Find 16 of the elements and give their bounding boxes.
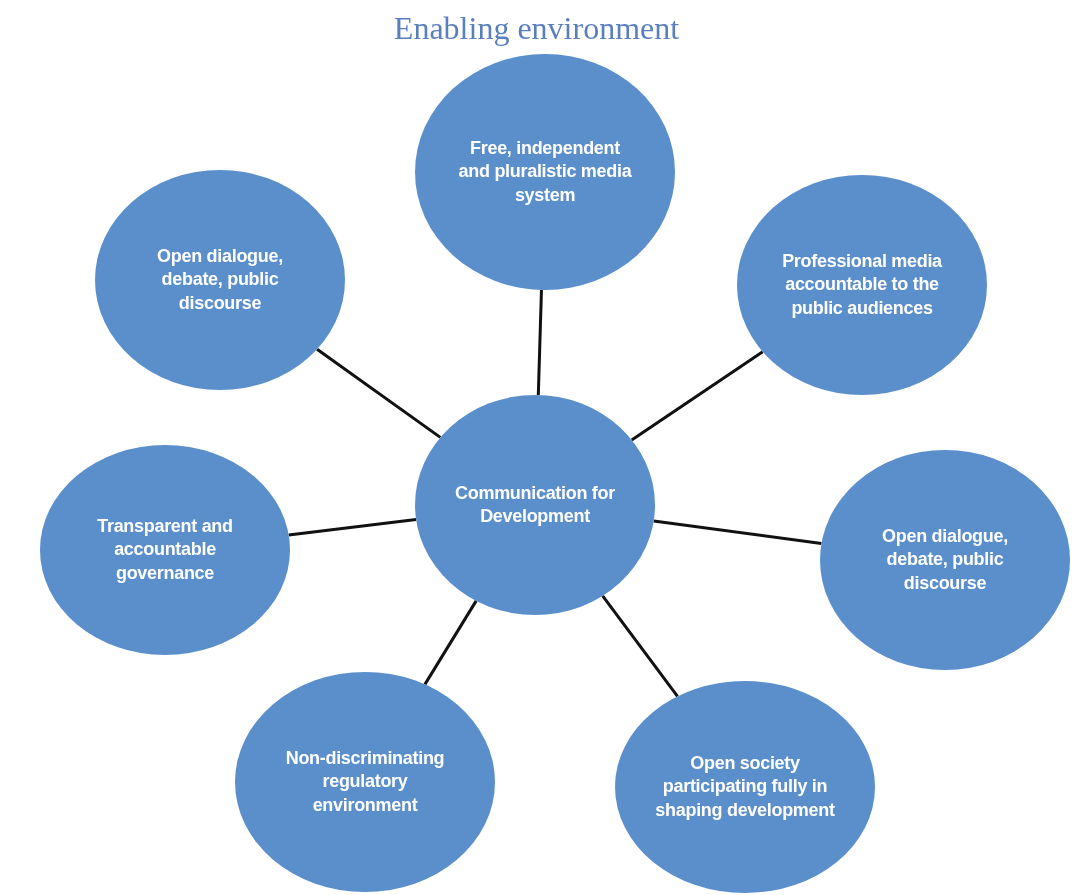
connector-line bbox=[630, 350, 764, 442]
node-label: Professional media accountable to the public audiences bbox=[781, 249, 943, 320]
connector-line bbox=[423, 600, 478, 686]
node-label: Transparent and accountable governance bbox=[96, 514, 234, 585]
node-label: Open dialogue, debate, public discourse bbox=[881, 524, 1009, 595]
node-label: Free, independent and pluralistic media system bbox=[457, 136, 633, 207]
node-label: Communication for Development bbox=[454, 481, 616, 528]
connector-line bbox=[601, 594, 679, 698]
connector-line bbox=[653, 519, 822, 545]
connector-line bbox=[536, 289, 543, 396]
node-label: Open dialogue, debate, public discourse bbox=[156, 244, 284, 315]
connector-line bbox=[288, 518, 417, 537]
node-label: Open society participating fully in shaping development bbox=[654, 751, 836, 822]
node-label: Non-discriminating regulatory environment bbox=[284, 746, 446, 817]
diagram-title: Enabling environment bbox=[392, 10, 681, 47]
connector-line bbox=[316, 348, 442, 439]
